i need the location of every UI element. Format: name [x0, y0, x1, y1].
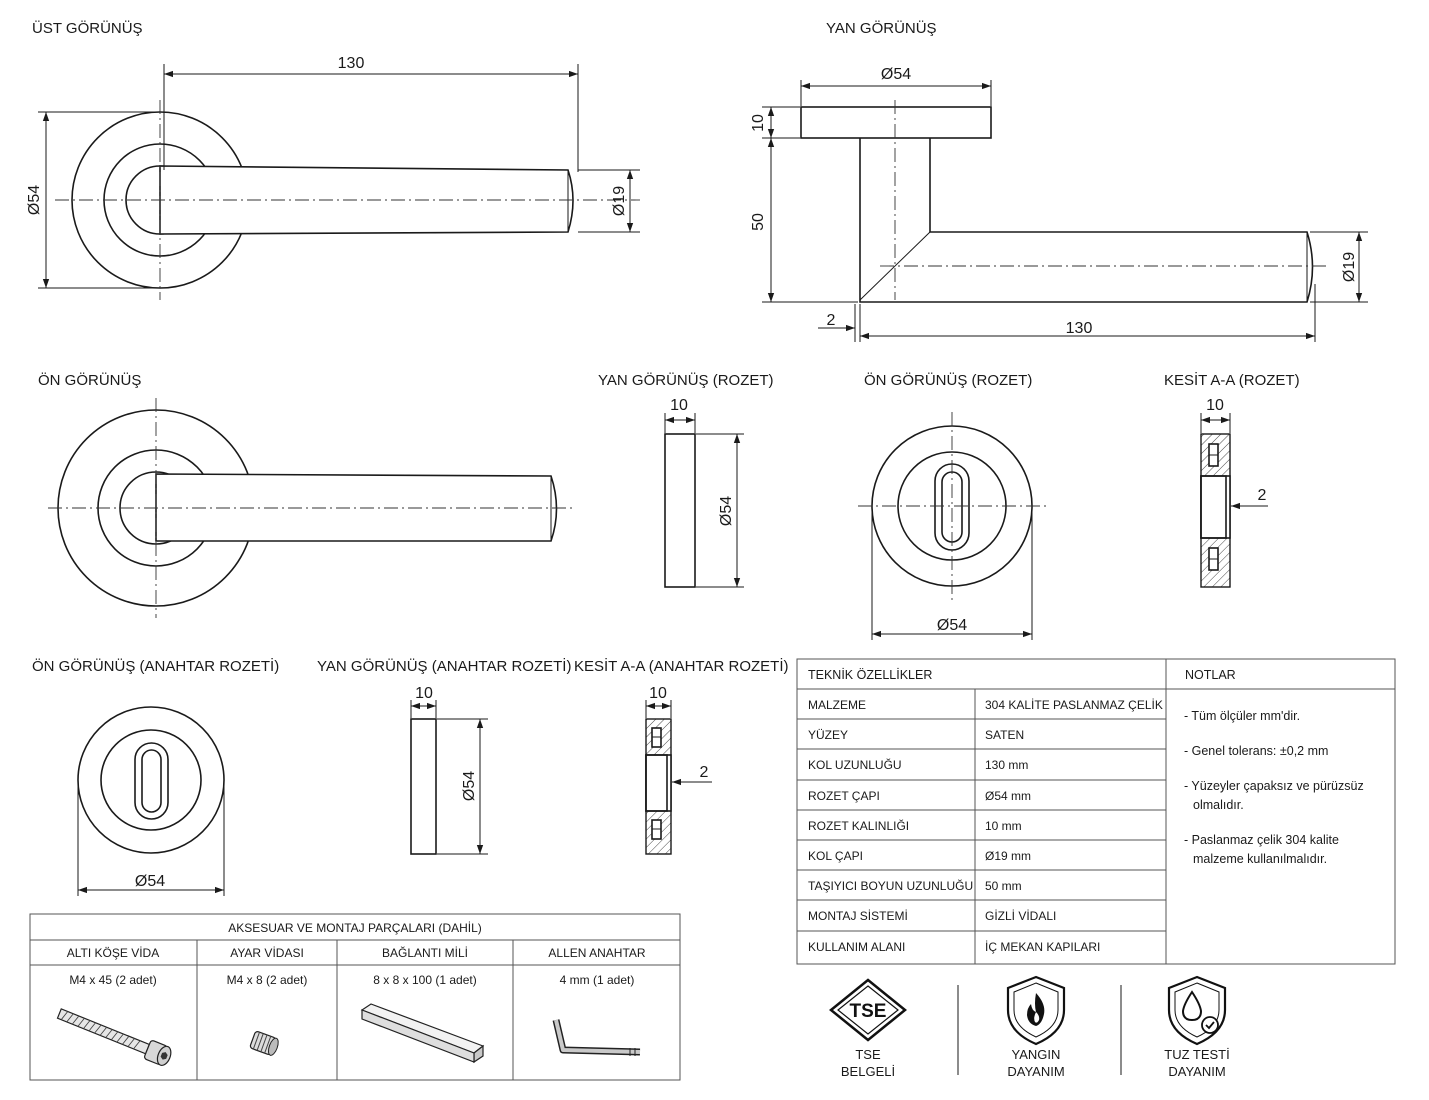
- dim-gap-side: 2: [827, 312, 836, 329]
- note-line: - Paslanmaz çelik 304 kalite: [1184, 833, 1339, 847]
- cert-label: YANGIN: [1012, 1047, 1061, 1062]
- accessory-qty: M4 x 45 (2 adet): [69, 973, 156, 987]
- key-front-title: ÖN GÖRÜNÜŞ (ANAHTAR ROZETİ): [32, 657, 279, 675]
- rosette-section-title: KESİT A-A (ROZET): [1164, 371, 1300, 389]
- note-line: olmalıdır.: [1193, 798, 1244, 812]
- accessory-name: AYAR VİDASI: [230, 946, 304, 960]
- dim-rosette-dia-side: Ø54: [881, 66, 911, 83]
- front-view: ÖN GÖRÜNÜŞ: [38, 371, 575, 618]
- spec-label: ROZET KALINLIĞI: [808, 818, 909, 833]
- spec-value: Ø54 mm: [985, 789, 1031, 803]
- spec-label: TAŞIYICI BOYUN UZUNLUĞU: [808, 878, 973, 893]
- cert-label: BELGELİ: [841, 1064, 895, 1079]
- note-line: - Yüzeyler çapaksız ve pürüzsüz: [1184, 779, 1364, 793]
- spec-label: KOL UZUNLUĞU: [808, 757, 902, 772]
- cert-label: DAYANIM: [1168, 1064, 1225, 1079]
- accessories-table: AKSESUAR VE MONTAJ PARÇALARI (DAHİL) ALT…: [29, 913, 681, 1081]
- dim-length-top: 130: [338, 55, 365, 72]
- dim-gap-rosette-section: 2: [1258, 487, 1267, 504]
- note-line: - Genel tolerans: ±0,2 mm: [1184, 744, 1328, 758]
- rosette-side-view: YAN GÖRÜNÜŞ (ROZET) 10 Ø54: [598, 371, 774, 588]
- key-front-view: ÖN GÖRÜNÜŞ (ANAHTAR ROZETİ) Ø54: [32, 657, 279, 896]
- rosette-front-title: ÖN GÖRÜNÜŞ (ROZET): [864, 371, 1032, 389]
- dim-lever-dia-top: Ø19: [611, 186, 628, 216]
- spec-label: KULLANIM ALANI: [808, 940, 905, 954]
- dim-thickness-key-section: 10: [649, 685, 667, 702]
- allen-key-icon: [552, 1019, 641, 1056]
- certifications: TSE TSE BELGELİ YANGIN DAYANIM TUZ TESTİ…: [829, 975, 1230, 1079]
- spec-value: 50 mm: [985, 879, 1022, 893]
- side-view-title: YAN GÖRÜNÜŞ: [826, 19, 937, 37]
- dim-dia-rosette-front: Ø54: [937, 617, 967, 634]
- key-section-view: KESİT A-A (ANAHTAR ROZETİ) 10 2: [574, 657, 788, 855]
- spec-table: TEKNİK ÖZELLİKLER NOTLAR MALZEME 304 KAL…: [796, 658, 1396, 965]
- svg-text:TSE: TSE: [850, 1001, 887, 1022]
- dim-lever-dia-side: Ø19: [1341, 252, 1358, 282]
- square-spindle-icon: [360, 1003, 485, 1064]
- spec-label: MALZEME: [808, 698, 866, 712]
- key-side-view: YAN GÖRÜNÜŞ (ANAHTAR ROZETİ) 10 Ø54: [317, 657, 571, 855]
- spec-value: Ø19 mm: [985, 849, 1031, 863]
- spec-value: SATEN: [985, 728, 1024, 742]
- salt-drop-shield-icon: [1167, 975, 1227, 1046]
- dim-gap-key-section: 2: [700, 764, 709, 781]
- note-line: malzeme kullanılmalıdır.: [1193, 852, 1327, 866]
- accessory-qty: M4 x 8 (2 adet): [227, 973, 308, 987]
- notes-header: NOTLAR: [1185, 668, 1236, 682]
- accessory-name: ALLEN ANAHTAR: [548, 946, 645, 960]
- accessory-qty: 8 x 8 x 100 (1 adet): [373, 973, 476, 987]
- cert-label: DAYANIM: [1007, 1064, 1064, 1079]
- spec-value: 10 mm: [985, 819, 1022, 833]
- accessory-name: BAĞLANTI MİLİ: [382, 945, 468, 960]
- accessories-title: AKSESUAR VE MONTAJ PARÇALARI (DAHİL): [228, 921, 482, 935]
- cert-label: TUZ TESTİ: [1164, 1047, 1229, 1062]
- spec-label: KOL ÇAPI: [808, 849, 863, 863]
- spec-label: MONTAJ SİSTEMİ: [808, 909, 908, 923]
- dim-thickness-rosette-section: 10: [1206, 397, 1224, 414]
- dim-thickness-side: 10: [750, 114, 767, 132]
- fire-shield-icon: [1006, 975, 1066, 1046]
- tse-certificate-icon: TSE: [829, 978, 907, 1042]
- spec-label: ROZET ÇAPI: [808, 789, 880, 803]
- key-section-title: KESİT A-A (ANAHTAR ROZETİ): [574, 657, 788, 675]
- dim-dia-rosette-side: Ø54: [718, 496, 735, 526]
- accessory-qty: 4 mm (1 adet): [560, 973, 635, 987]
- rosette-side-title: YAN GÖRÜNÜŞ (ROZET): [598, 371, 774, 389]
- spec-label: YÜZEY: [808, 728, 848, 742]
- dim-thickness-rosette: 10: [670, 397, 688, 414]
- set-screw-icon: [249, 1031, 279, 1056]
- hex-socket-screw-icon: [56, 1008, 172, 1066]
- spec-value: İÇ MEKAN KAPILARI: [985, 940, 1100, 954]
- spec-value: GİZLİ VİDALI: [985, 909, 1056, 923]
- dim-neck-side: 50: [750, 213, 767, 231]
- accessory-name: ALTI KÖŞE VİDA: [67, 946, 159, 960]
- dim-length-side: 130: [1066, 320, 1093, 337]
- key-side-title: YAN GÖRÜNÜŞ (ANAHTAR ROZETİ): [317, 657, 571, 675]
- rosette-section-view: KESİT A-A (ROZET) 10 2: [1164, 371, 1300, 588]
- dim-dia-key-side: Ø54: [461, 771, 478, 801]
- front-view-title: ÖN GÖRÜNÜŞ: [38, 371, 141, 389]
- dim-rosette-dia-top: Ø54: [26, 185, 43, 215]
- dim-dia-key-front: Ø54: [135, 873, 165, 890]
- note-line: - Tüm ölçüler mm'dir.: [1184, 709, 1300, 723]
- top-view: ÜST GÖRÜNÜŞ 130 Ø54 Ø19: [26, 19, 640, 300]
- side-view: YAN GÖRÜNÜŞ Ø54 10 50 2 130 Ø19: [750, 19, 1368, 342]
- spec-value: 130 mm: [985, 758, 1028, 772]
- top-view-title: ÜST GÖRÜNÜŞ: [32, 19, 143, 37]
- spec-value: 304 KALİTE PASLANMAZ ÇELİK: [985, 698, 1163, 712]
- dim-thickness-key-side: 10: [415, 685, 433, 702]
- spec-header: TEKNİK ÖZELLİKLER: [808, 668, 932, 682]
- rosette-front-view: ÖN GÖRÜNÜŞ (ROZET) Ø54: [858, 371, 1048, 640]
- cert-label: TSE: [855, 1047, 881, 1062]
